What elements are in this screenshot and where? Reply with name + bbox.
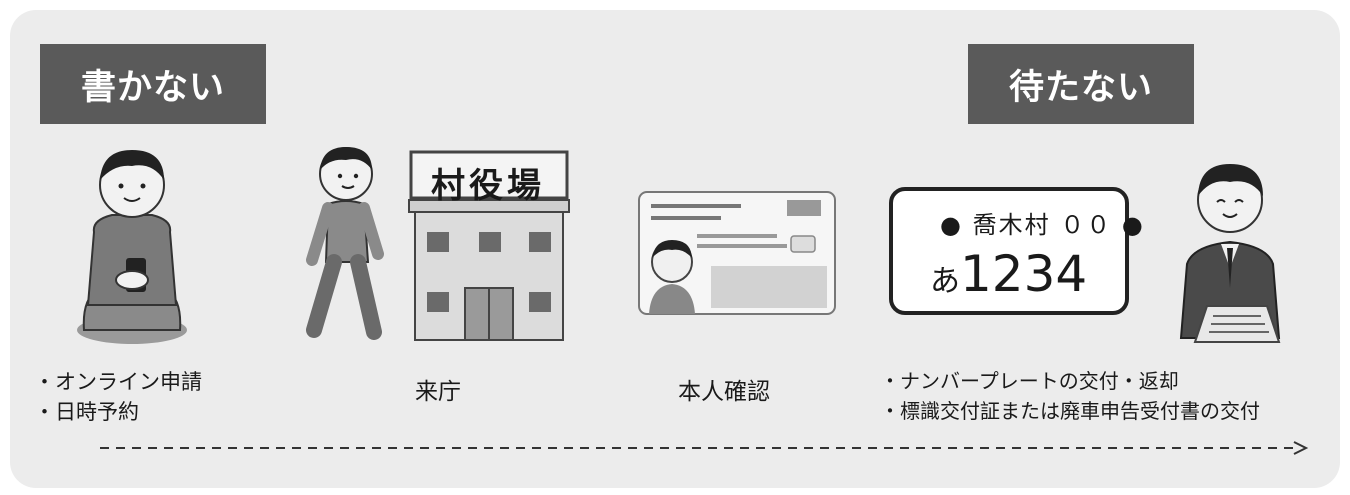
list-item: ・オンライン申請	[34, 370, 202, 394]
plate-number: 1234	[960, 245, 1088, 303]
arrow-right-icon	[100, 441, 1309, 455]
visit-label: 来庁	[415, 379, 461, 405]
tag-no-writing: 書かない	[40, 44, 266, 124]
plate-top-line: ● 喬木村 ００ ●	[940, 211, 1145, 239]
building-sign: 村役場	[431, 166, 545, 206]
list-item: ・標識交付証または廃車申告受付書の交付	[880, 399, 1260, 423]
online-steps-list: ・オンライン申請 ・日時予約	[34, 367, 202, 427]
clerk-icon	[1179, 164, 1281, 343]
license-plate-icon	[889, 187, 1129, 315]
identity-check-label: 本人確認	[678, 379, 770, 405]
walking-person-icon	[306, 147, 384, 340]
list-item: ・ナンバープレートの交付・返却	[880, 369, 1179, 393]
id-card-icon	[638, 191, 836, 315]
plate-hiragana: あ	[930, 264, 960, 299]
village-office-building-icon	[408, 150, 570, 341]
plate-number-line: あ1234	[930, 246, 1087, 310]
delivery-steps-list: ・ナンバープレートの交付・返却 ・標識交付証または廃車申告受付書の交付	[880, 366, 1260, 426]
person-with-smartphone-icon	[77, 150, 187, 344]
list-item: ・日時予約	[34, 400, 139, 424]
tag-no-waiting: 待たない	[968, 44, 1194, 124]
